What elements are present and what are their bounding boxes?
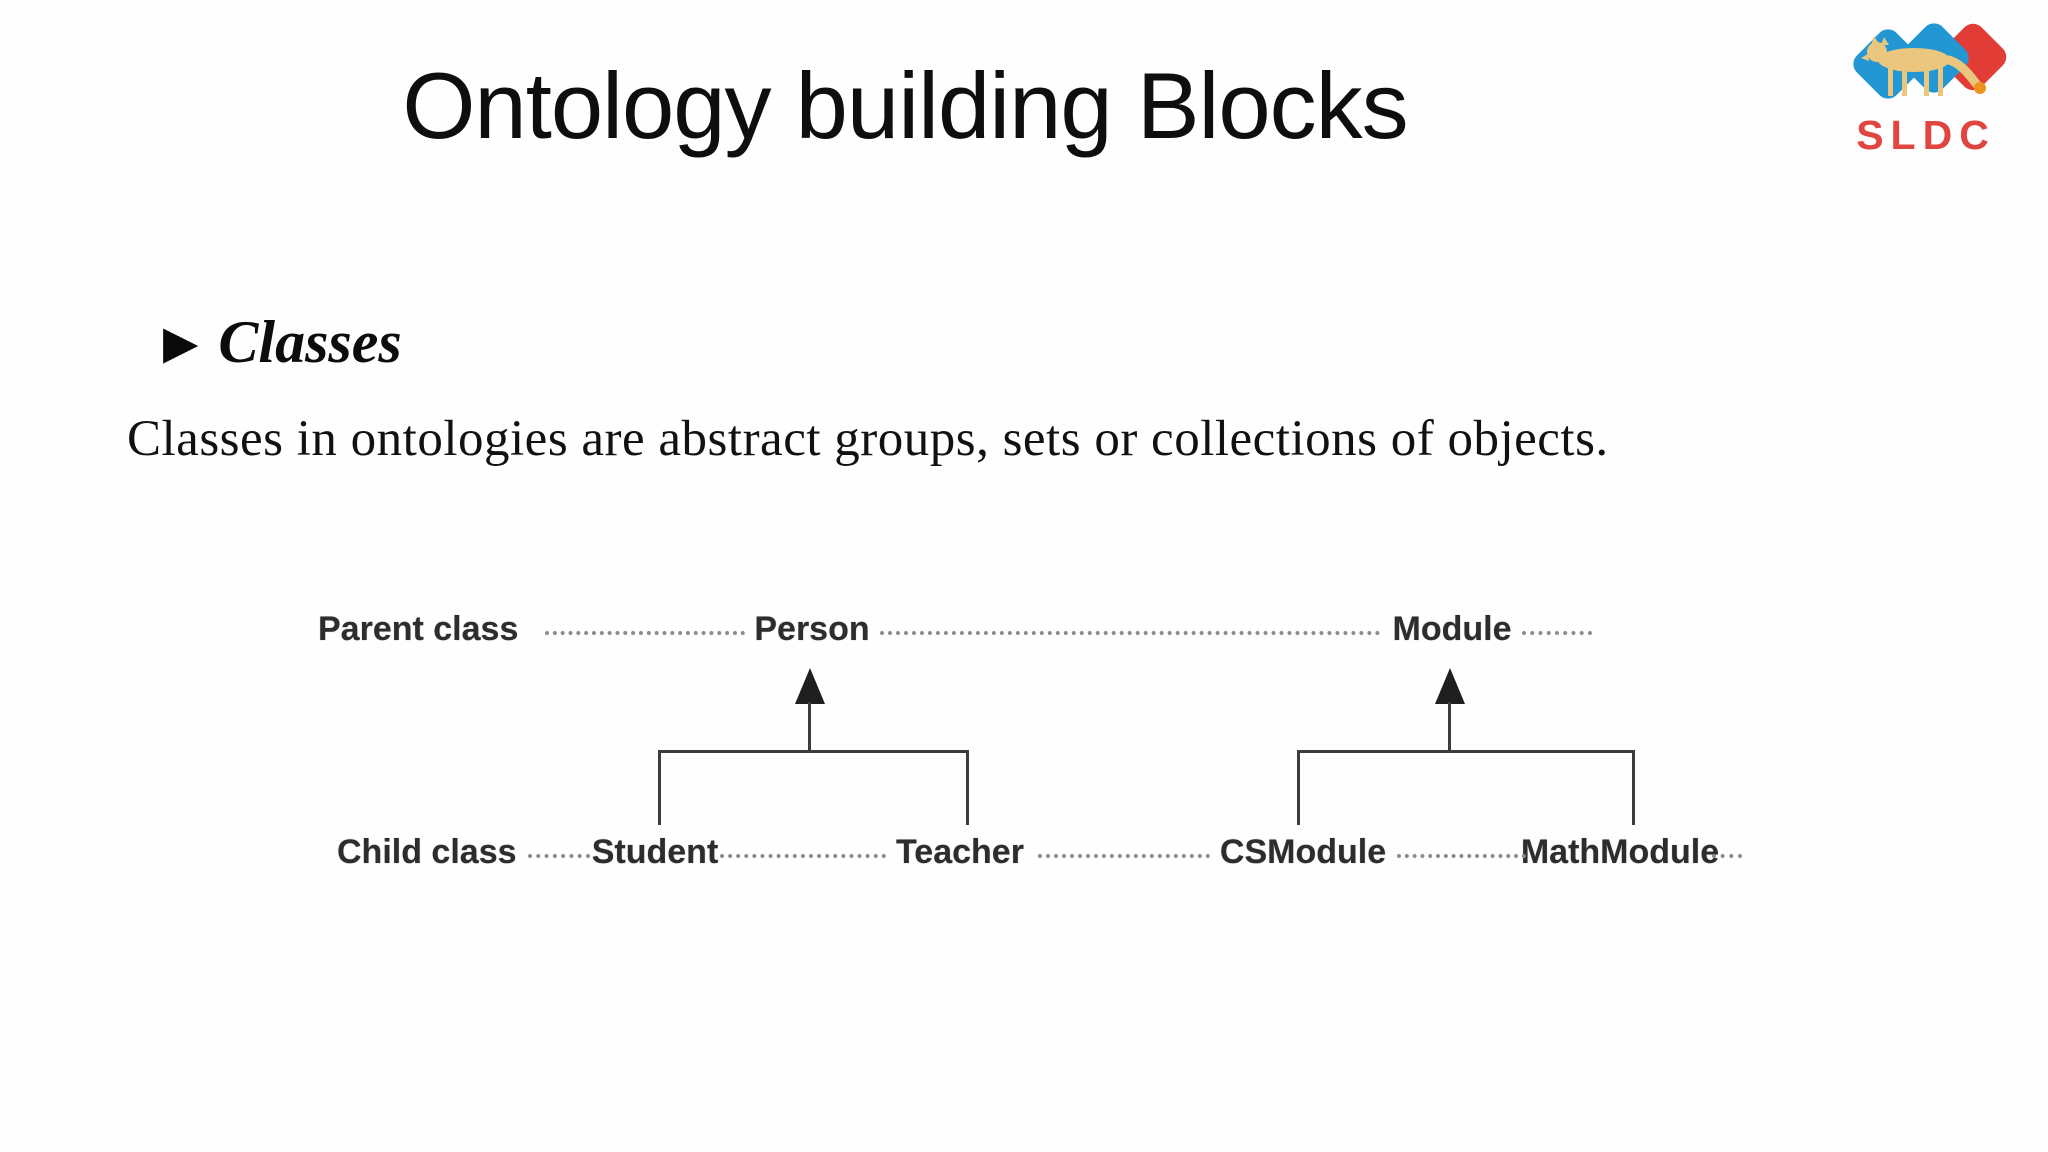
- dotted-leader: [528, 854, 590, 858]
- dotted-leader: [1712, 854, 1742, 858]
- parent-node-module: Module: [1392, 610, 1512, 648]
- child-node-csmodule: CSModule: [1219, 833, 1387, 871]
- arrow-stem: [808, 702, 811, 750]
- bracket-leg: [1632, 750, 1635, 825]
- logo-diamonds-graphic: [1853, 23, 2007, 99]
- bracket-leg: [966, 750, 969, 825]
- dotted-leader: [720, 854, 886, 858]
- class-hierarchy-diagram: Parent class Person Module Child class S…: [300, 595, 1760, 905]
- parent-row-label: Parent class: [318, 610, 519, 648]
- dotted-leader: [1522, 631, 1592, 635]
- bracket-bar: [1297, 750, 1635, 753]
- up-arrow-icon: [1435, 668, 1465, 704]
- dotted-leader: [1038, 854, 1210, 858]
- arrow-stem: [1448, 702, 1451, 750]
- slide-title: Ontology building Blocks: [402, 53, 1408, 158]
- logo-wordmark: SLDC: [1856, 112, 1996, 158]
- bracket-leg: [1297, 750, 1300, 825]
- sldc-logo: SLDC: [1844, 8, 2014, 160]
- bracket-leg: [658, 750, 661, 825]
- child-node-teacher: Teacher: [896, 833, 1024, 871]
- bullet-row: ▶ Classes: [163, 312, 402, 372]
- up-arrow-icon: [795, 668, 825, 704]
- parent-node-person: Person: [754, 610, 870, 648]
- bullet-heading: Classes: [218, 309, 402, 375]
- dotted-leader: [880, 631, 1380, 635]
- child-row-label: Child class: [337, 833, 517, 871]
- animal-icon: [1861, 36, 1986, 96]
- triangle-bullet-icon: ▶: [163, 316, 199, 368]
- child-node-student: Student: [591, 833, 719, 871]
- dotted-leader: [1397, 854, 1526, 858]
- dotted-leader: [545, 631, 745, 635]
- body-text: Classes in ontologies are abstract group…: [127, 411, 1609, 467]
- bracket-bar: [658, 750, 969, 753]
- child-node-mathmodule: MathModule: [1520, 833, 1720, 871]
